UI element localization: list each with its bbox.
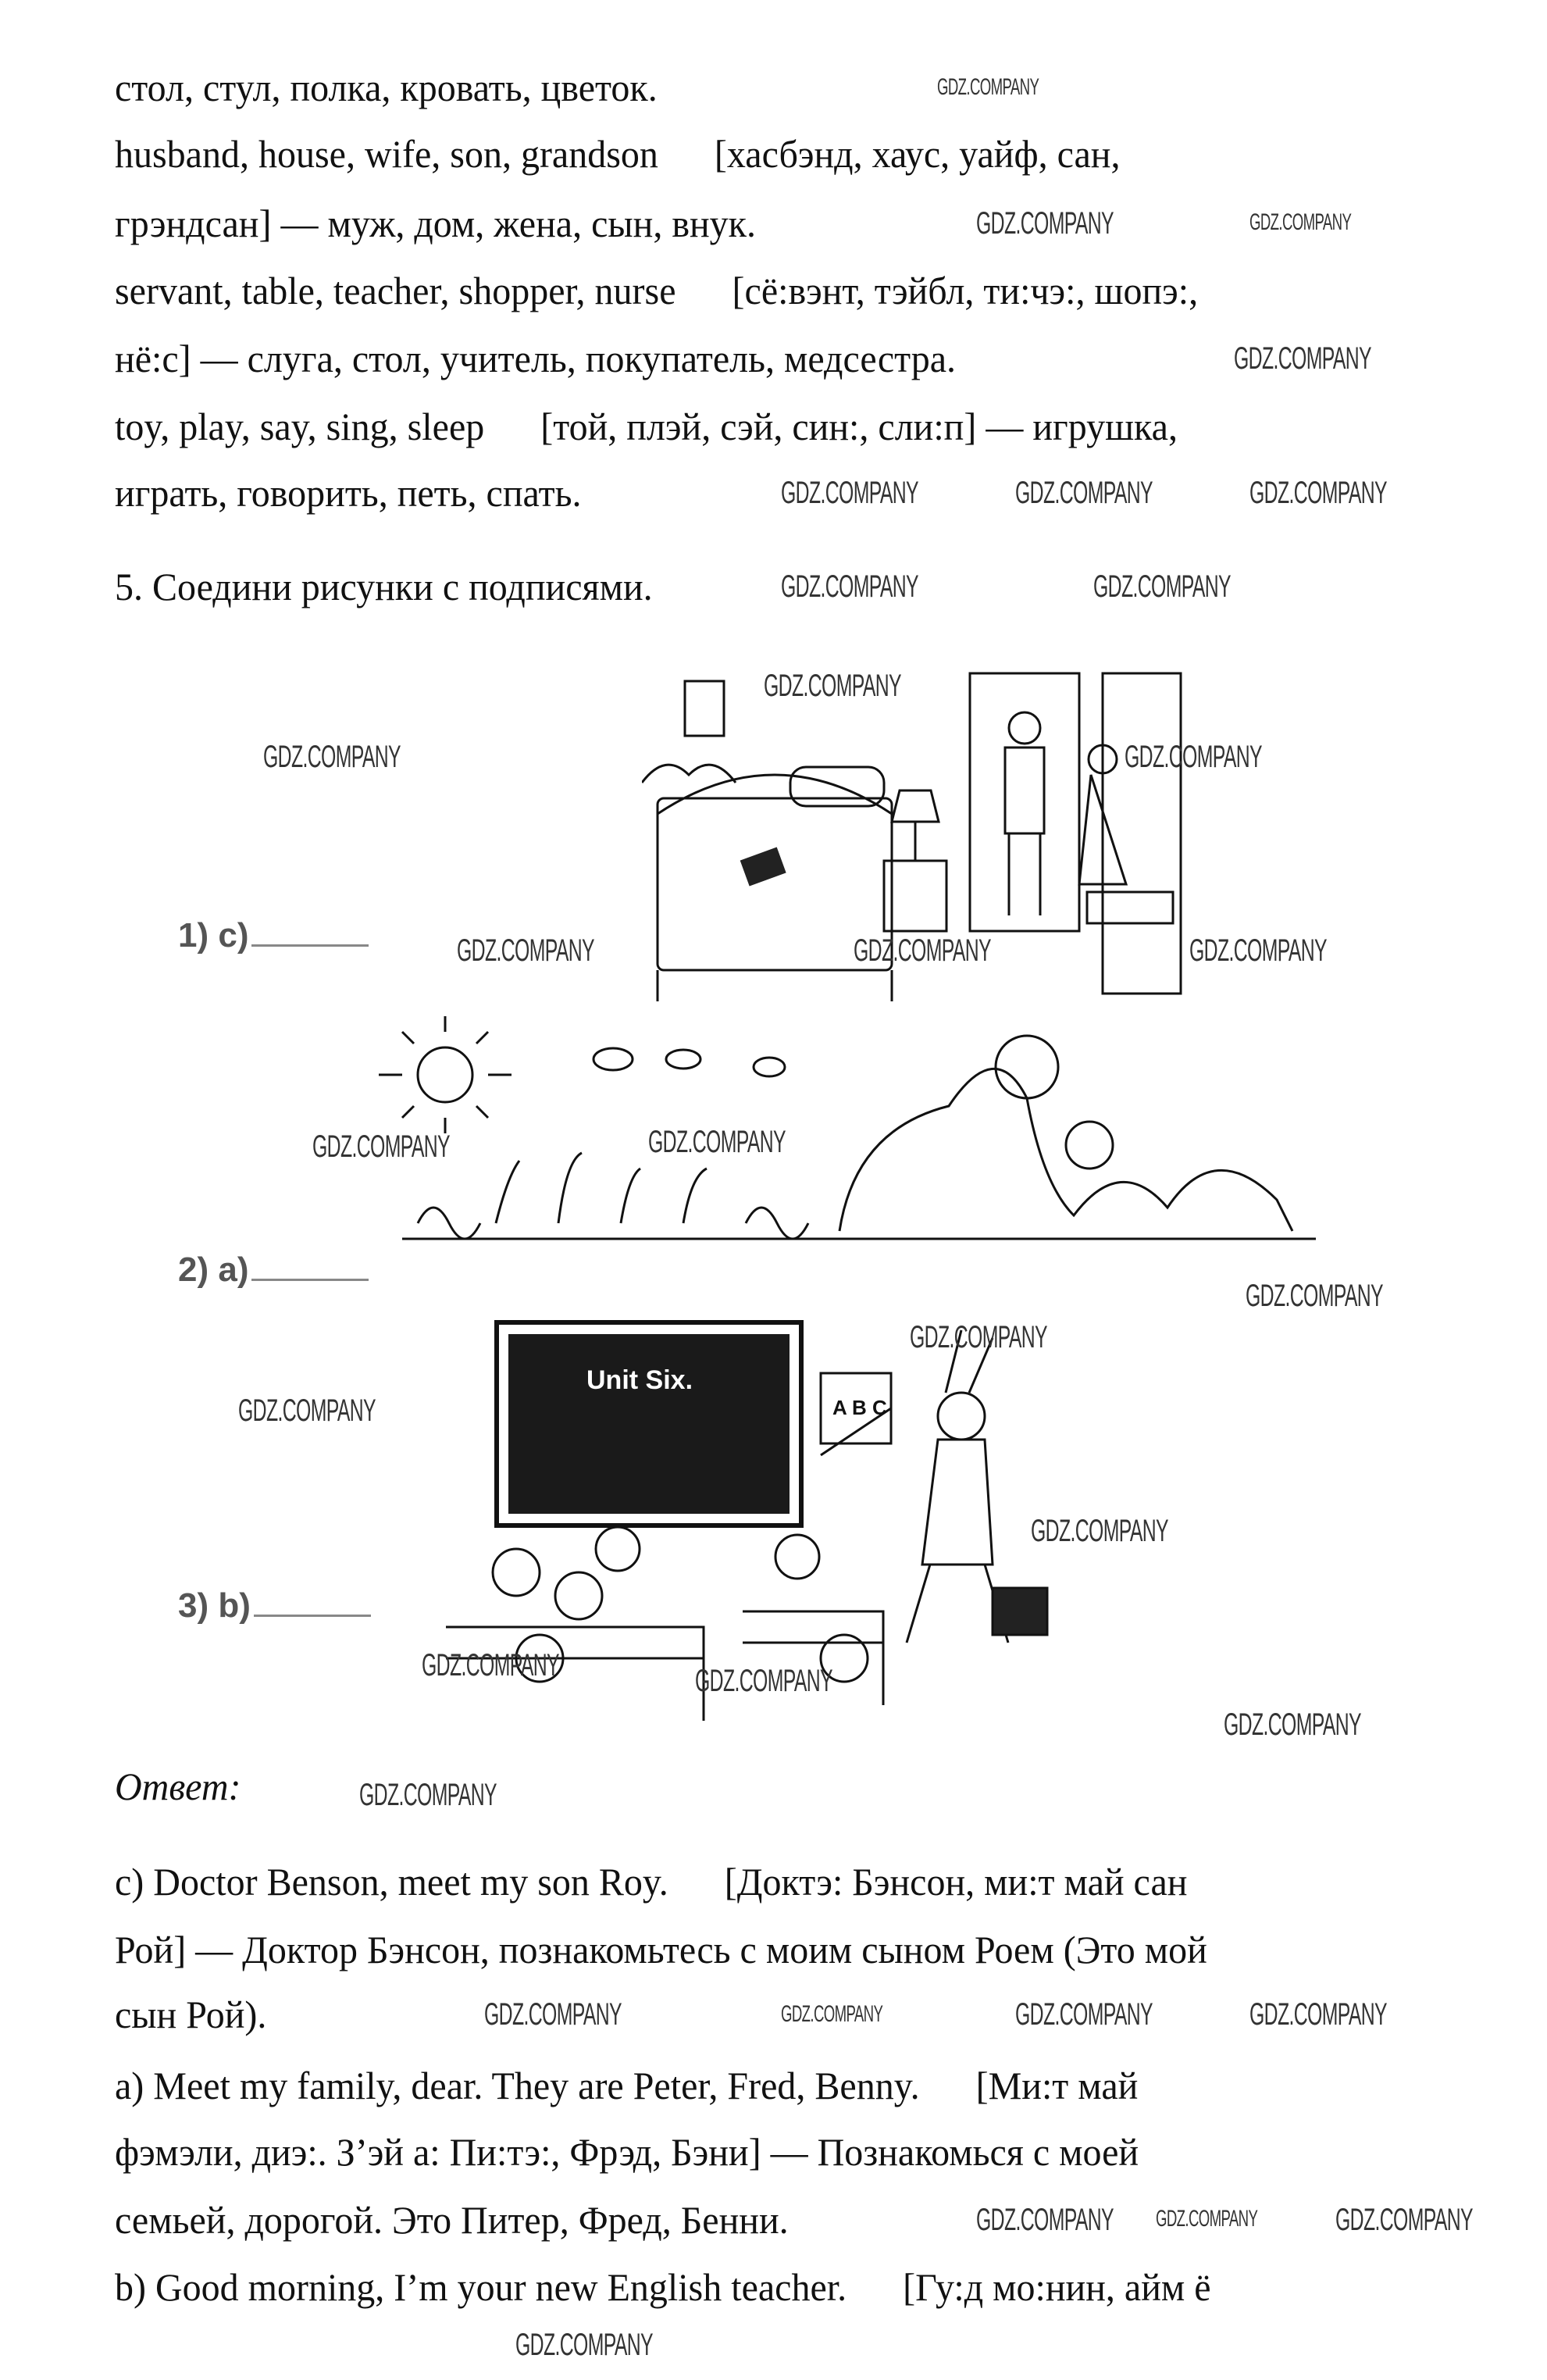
watermark: GDZ.COMPANY [781, 569, 919, 604]
answer-heading: Ответ: [115, 1764, 241, 1808]
text-line: servant, table, teacher, shopper, nurse … [115, 269, 1199, 312]
watermark: GDZ.COMPANY [1246, 1279, 1384, 1313]
label-text: 1) c) [178, 916, 249, 954]
watermark: GDZ.COMPANY [1093, 569, 1232, 604]
picture-1-label: 1) c) [178, 916, 369, 955]
text-line: husband, house, wife, son, grandson [хас… [115, 132, 1121, 176]
watermark: GDZ.COMPANY [1031, 1514, 1169, 1548]
task-heading: 5. Соедини рисунки с подписями. [115, 565, 653, 608]
label-text: 3) b) [178, 1586, 251, 1625]
abc-sign-text: A B C [832, 1396, 887, 1419]
watermark: GDZ.COMPANY [1335, 2203, 1474, 2237]
watermark: GDZ.COMPANY [937, 74, 1039, 100]
watermark: GDZ.COMPANY [263, 740, 401, 774]
answer-line: b) Good morning, I’m your new English te… [115, 2265, 1211, 2309]
answer-line: сын Рой). [115, 1993, 267, 2036]
watermark: GDZ.COMPANY [312, 1129, 451, 1164]
watermark: GDZ.COMPANY [1125, 740, 1263, 774]
watermark: GDZ.COMPANY [238, 1393, 376, 1428]
text-line: нё:с] — слуга, стол, учитель, покупатель… [115, 337, 957, 380]
watermark: GDZ.COMPANY [1156, 2206, 1258, 2232]
watermark: GDZ.COMPANY [854, 933, 992, 968]
answer-line: семьей, дорогой. Это Питер, Фред, Бенни. [115, 2198, 789, 2242]
label-text: 2) a) [178, 1251, 249, 1289]
watermark: GDZ.COMPANY [910, 1320, 1048, 1354]
watermark: GDZ.COMPANY [422, 1648, 560, 1682]
watermark: GDZ.COMPANY [1015, 1997, 1153, 2032]
watermark: GDZ.COMPANY [1015, 476, 1153, 510]
watermark: GDZ.COMPANY [1234, 341, 1372, 376]
watermark: GDZ.COMPANY [695, 1664, 833, 1698]
answer-line: Рой] — Доктор Бэнсон, познакомьтесь с мо… [115, 1928, 1207, 1971]
text-line: стол, стул, полка, кровать, цветок. [115, 66, 658, 109]
picture-3-label: 3) b) [178, 1586, 371, 1625]
watermark: GDZ.COMPANY [1189, 933, 1328, 968]
watermark: GDZ.COMPANY [976, 2203, 1114, 2237]
classroom-illustration: Unit Six. A B C [446, 1320, 1049, 1721]
watermark: GDZ.COMPANY [1249, 1997, 1388, 2032]
watermark: GDZ.COMPANY [515, 2328, 654, 2362]
text-line: играть, говорить, петь, спать. [115, 471, 582, 515]
blackboard-text: Unit Six. [586, 1365, 693, 1395]
text-line: toy, play, say, sing, sleep [той, плэй, … [115, 405, 1178, 448]
watermark: GDZ.COMPANY [764, 669, 902, 703]
answer-line: a) Meet my family, dear. They are Peter,… [115, 2064, 1139, 2107]
watermark: GDZ.COMPANY [976, 206, 1114, 241]
watermark: GDZ.COMPANY [359, 1778, 497, 1812]
answer-line: c) Doctor Benson, meet my son Roy. [Докт… [115, 1860, 1188, 1904]
watermark: GDZ.COMPANY [1249, 209, 1352, 235]
watermark: GDZ.COMPANY [1249, 476, 1388, 510]
picture-2-label: 2) a) [178, 1251, 369, 1290]
watermark: GDZ.COMPANY [484, 1997, 622, 2032]
watermark: GDZ.COMPANY [781, 2001, 883, 2027]
text-line: грэндсан] — муж, дом, жена, сын, внук. [115, 202, 756, 245]
watermark: GDZ.COMPANY [648, 1125, 786, 1159]
watermark: GDZ.COMPANY [457, 933, 595, 968]
snakes-caterpillar-illustration [379, 1016, 1316, 1240]
answer-line: фэмэли, диэ:. З’эй а: Пи:тэ:, Фрэд, Бэни… [115, 2130, 1139, 2174]
bedroom-doctor-illustration [642, 672, 1182, 1001]
watermark: GDZ.COMPANY [781, 476, 919, 510]
watermark: GDZ.COMPANY [1224, 1707, 1362, 1742]
